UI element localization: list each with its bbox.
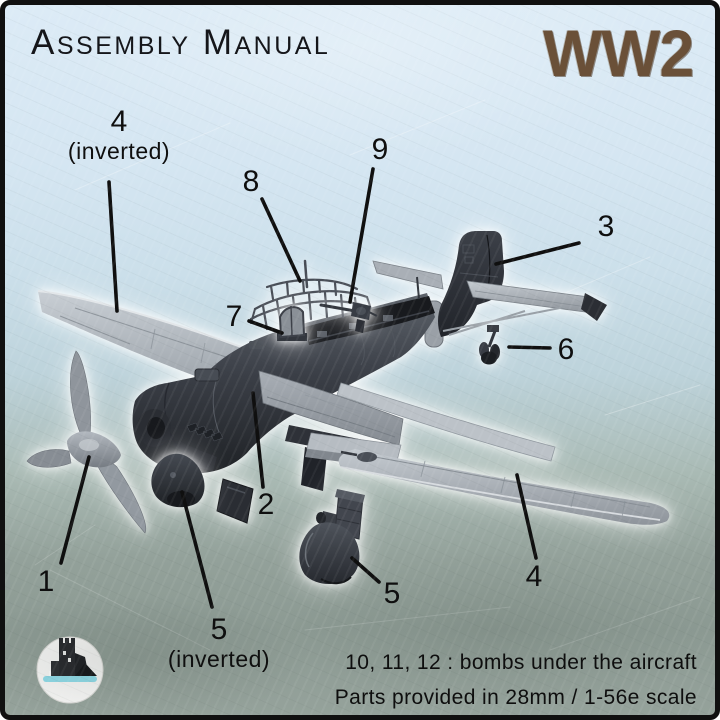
leader-line-8 xyxy=(260,197,302,283)
callout-number: 2 xyxy=(257,488,275,521)
callout-number: 4 xyxy=(525,560,543,593)
leader-line-1 xyxy=(59,455,91,565)
callout-part-9: 9 xyxy=(372,135,389,165)
landing-gear-part xyxy=(151,453,205,508)
tail-wheel-part xyxy=(479,325,500,365)
wheel-spat-part xyxy=(299,489,365,585)
leader-line-3 xyxy=(494,241,581,266)
callout-number: 3 xyxy=(597,210,615,243)
right-wing-part xyxy=(338,449,670,525)
callout-part-2: 2 xyxy=(258,490,275,520)
callout-number: 7 xyxy=(225,300,243,333)
callout-number: 9 xyxy=(371,133,389,166)
callout-note: (inverted) xyxy=(67,138,171,164)
aircraft-main-assembly xyxy=(37,231,670,525)
bombs-note: 10, 11, 12 : bombs under the aircraft xyxy=(345,651,697,674)
tailplane-right xyxy=(442,280,607,336)
windscreen-part xyxy=(277,305,307,341)
leader-line-6 xyxy=(507,345,552,350)
leader-line-7 xyxy=(247,319,284,335)
machine-gun-part xyxy=(319,302,378,333)
leader-lines xyxy=(59,167,581,609)
callout-number: 6 xyxy=(557,333,575,366)
castle-stamp-logo xyxy=(36,636,104,704)
leader-line-5-inverted xyxy=(180,490,214,609)
callout-part-6: 6 xyxy=(558,335,575,365)
era-badge: WW2 xyxy=(542,16,694,90)
propeller-part xyxy=(26,350,147,534)
leader-line-2 xyxy=(251,391,265,489)
callout-part-4-inverted: 4 (inverted) xyxy=(68,107,170,163)
callout-number: 5 xyxy=(210,613,228,646)
leader-line-4-inverted xyxy=(107,180,119,313)
leader-line-5-loose xyxy=(350,556,381,584)
callout-part-8: 8 xyxy=(243,167,260,197)
leader-line-4-right xyxy=(515,473,538,560)
callout-part-1: 1 xyxy=(38,567,55,597)
callout-note: (inverted) xyxy=(167,646,271,672)
leader-line-9 xyxy=(348,167,375,304)
callout-part-4: 4 xyxy=(526,562,543,592)
callout-number: 5 xyxy=(383,577,401,610)
callout-part-7: 7 xyxy=(226,302,243,332)
background-scratches xyxy=(34,99,701,651)
callout-part-3: 3 xyxy=(598,212,615,242)
callout-number: 1 xyxy=(37,565,55,598)
scale-note: Parts provided in 28mm / 1-56e scale xyxy=(334,686,697,709)
illustration-canvas xyxy=(26,99,701,704)
callout-number: 4 xyxy=(110,105,128,138)
callout-part-5: 5 xyxy=(384,579,401,609)
tailplane-left xyxy=(372,260,444,290)
callout-number: 8 xyxy=(242,165,260,198)
page-title: Assembly Manual xyxy=(31,23,331,62)
callout-part-5-inverted: 5 (inverted) xyxy=(168,615,270,671)
